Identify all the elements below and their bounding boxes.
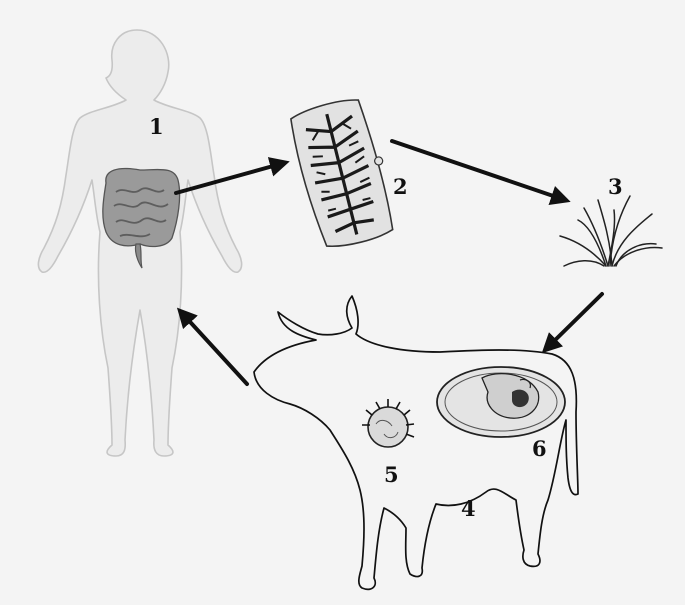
grass-icon [560,196,662,266]
arrow-grass-to-cow [546,294,602,349]
label-cow-host: 4 [461,498,476,519]
arrow-segment-to-grass [392,141,565,200]
arrow-cow-to-human [181,312,247,384]
label-grass: 3 [608,176,623,197]
oncosphere-icon [362,399,414,447]
label-oncosphere: 5 [384,464,399,485]
label-tapeworm-segment: 2 [393,176,408,197]
label-cysticercus: 6 [532,438,547,459]
cow-icon [254,296,578,589]
cyst-icon [437,367,565,437]
proglottid-icon [288,94,401,252]
label-human-host: 1 [149,116,164,137]
